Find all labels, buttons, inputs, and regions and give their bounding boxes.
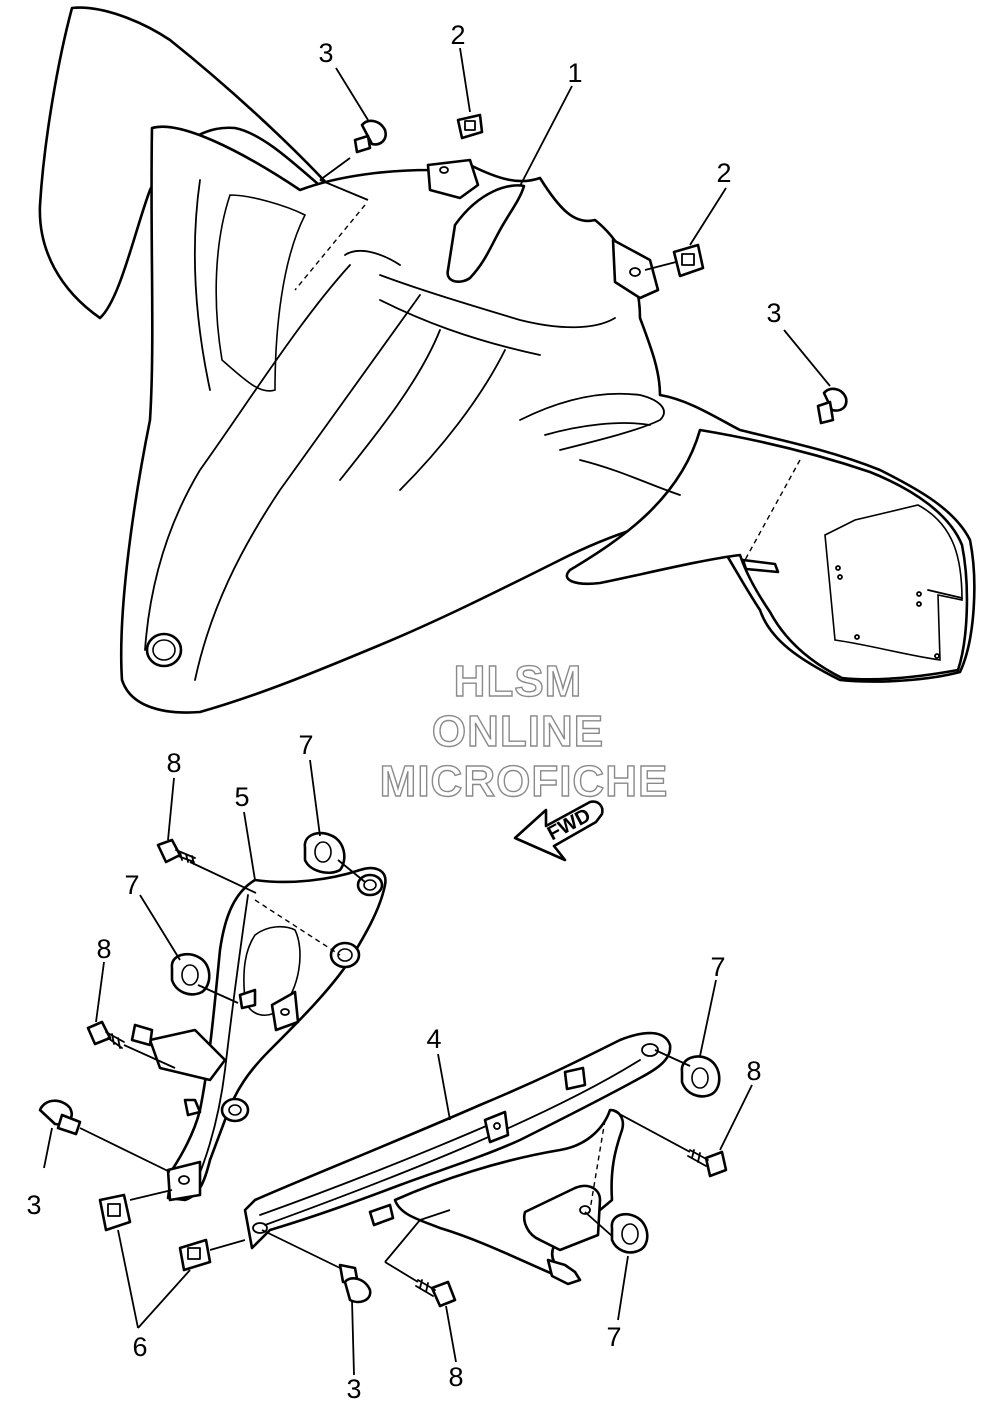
callout-1: 1 (567, 58, 582, 88)
callout-6: 6 (132, 1332, 147, 1362)
callout-3-bottom: 3 (346, 1374, 361, 1404)
callout-8-right: 8 (746, 1056, 761, 1086)
grommet-7-top (303, 831, 346, 874)
callout-5: 5 (234, 782, 249, 812)
bolt-8-right (687, 1149, 728, 1178)
bolt-8-bottom (415, 1279, 457, 1308)
fender-stay-right (243, 1031, 672, 1286)
fwd-arrow-label: FWD (544, 804, 595, 845)
fender-stay-left (130, 866, 387, 1202)
nut-2-right (672, 243, 705, 278)
callout-8-top: 8 (166, 748, 181, 778)
grommet-7-left (170, 952, 211, 996)
fastener-3-top (353, 119, 387, 154)
nut-2-top (456, 113, 484, 140)
callout-3-right: 3 (766, 298, 781, 328)
watermark-line3: MICROFICHE (380, 757, 669, 806)
watermark-line2: ONLINE (432, 707, 604, 756)
nut-6-b (178, 1238, 212, 1272)
callout-2-right: 2 (716, 158, 731, 188)
callout-4: 4 (426, 1024, 441, 1054)
fastener-3-right (816, 387, 848, 425)
callout-3-left: 3 (26, 1190, 41, 1220)
callout-7-right-top: 7 (710, 952, 725, 982)
callout-7-left: 7 (124, 870, 139, 900)
fastener-3-bottom (338, 1263, 372, 1304)
grommet-7-right-bottom (610, 1212, 649, 1254)
callout-7-top: 7 (298, 730, 313, 760)
callout-8-left: 8 (96, 934, 111, 964)
watermark: HLSM ONLINE MICROFICHE (379, 656, 669, 806)
callout-2-top: 2 (450, 20, 465, 50)
front-fender (38, 6, 976, 714)
fastener-3-left (38, 1099, 82, 1136)
callout-7-right-bottom: 7 (606, 1322, 621, 1352)
bolt-8-top (156, 838, 196, 865)
callout-8-bottom: 8 (448, 1362, 463, 1392)
callout-3-top: 3 (318, 38, 333, 68)
grommet-7-right-top (680, 1055, 721, 1098)
callout-labels: 1 2 2 3 3 3 3 4 5 6 7 7 7 7 8 8 8 8 (26, 20, 781, 1404)
fwd-arrow: FWD (513, 800, 604, 862)
nut-6-a (98, 1193, 132, 1232)
watermark-line1: HLSM (454, 657, 583, 706)
bolt-8-left (86, 1020, 125, 1049)
